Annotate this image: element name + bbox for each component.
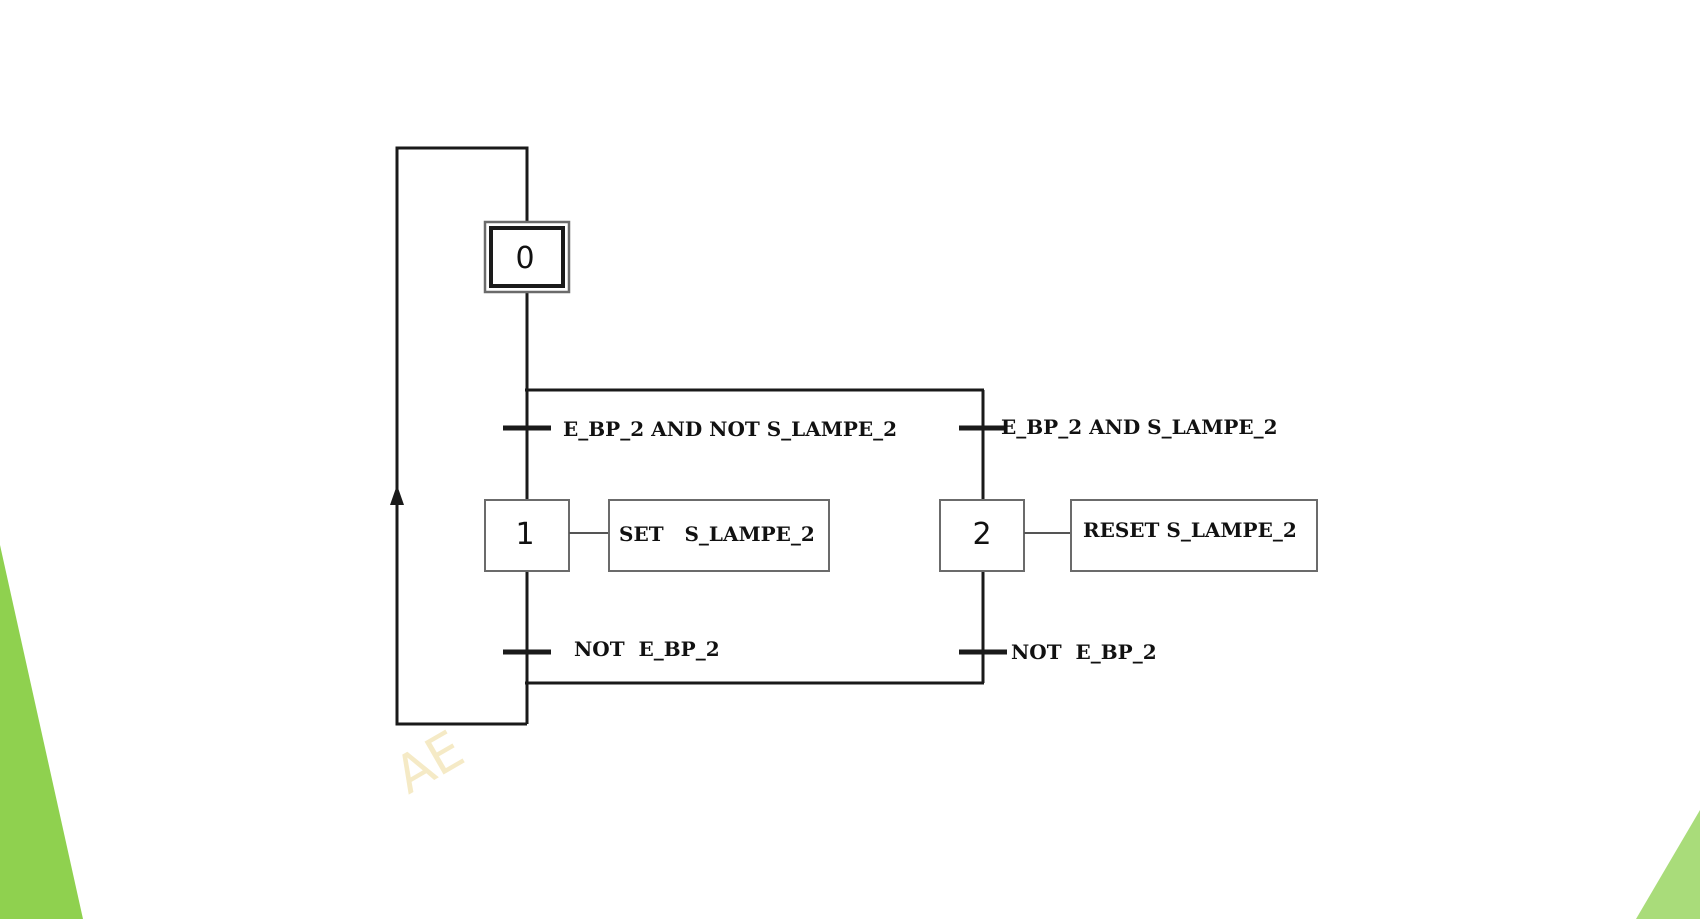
step-2: 2 [939, 499, 1025, 572]
step-2-label: 2 [972, 517, 991, 552]
transition-condition-right-bottom: NOT E_BP_2 [1011, 640, 1157, 664]
step-1: 1 [484, 499, 570, 572]
action-reset-lampe: RESET S_LAMPE_2 [1070, 499, 1318, 572]
right-green-triangle [1636, 810, 1700, 919]
step-1-label: 1 [515, 517, 534, 552]
transition-condition-right-top: E_BP_2 AND S_LAMPE_2 [1001, 415, 1278, 439]
transition-condition-left-top: E_BP_2 AND NOT S_LAMPE_2 [563, 417, 897, 441]
action-set-label: SET S_LAMPE_2 [619, 522, 815, 546]
return-arrow-icon [390, 485, 404, 505]
left-green-triangle [0, 545, 83, 919]
step-0-label: 0 [515, 241, 534, 276]
action-set-lampe: SET S_LAMPE_2 [608, 499, 830, 572]
watermark-text: AE [385, 720, 474, 806]
action-reset-label: RESET S_LAMPE_2 [1083, 518, 1297, 542]
transition-condition-left-bottom: NOT E_BP_2 [574, 637, 720, 661]
initial-step-0: 0 [483, 220, 571, 294]
return-loop-line [395, 146, 529, 726]
